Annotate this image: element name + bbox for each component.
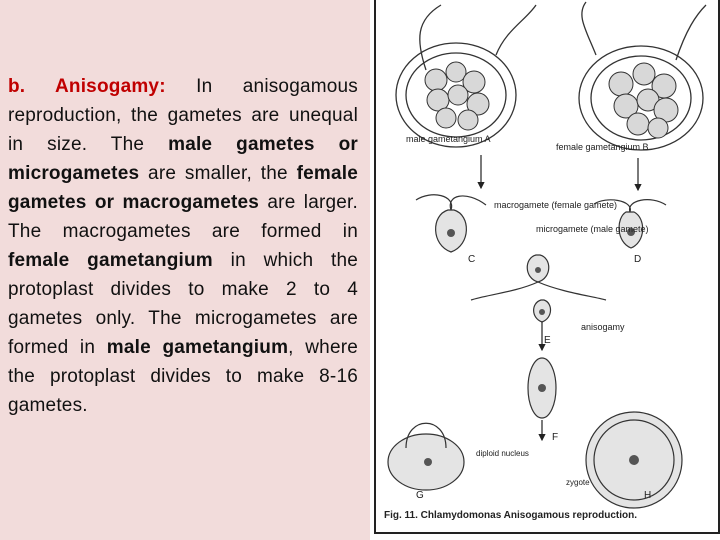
label-male-gametangium: male gametangium A — [406, 134, 491, 144]
text-segment: are larger. The macrogametes are formed … — [8, 192, 358, 242]
label-h: H — [644, 490, 651, 501]
label-f: F — [552, 432, 558, 443]
label-macrogamete: macrogamete (female gamete) — [494, 200, 617, 210]
label-c: C — [468, 254, 475, 265]
text-segment: are smaller, the — [139, 163, 297, 184]
label-zygote: zygote — [566, 478, 590, 487]
figure-panel: male gametangium A female gametangium B — [370, 0, 720, 540]
female-gametangium-shape — [578, 45, 704, 151]
bold-female-gametangium: female gametangium — [8, 250, 213, 271]
bold-male-gametes: male gametes or microgametes — [8, 134, 358, 184]
label-diploid-nucleus: diploid nucleus — [476, 449, 529, 458]
text-segment: , where the protoplast divides to make 8… — [8, 337, 358, 416]
figure-caption: Fig. 11. Chlamydomonas Anisogamous repro… — [384, 510, 637, 521]
heading: b. Anisogamy: — [8, 76, 166, 97]
text-segment: in which the protoplast divides to make … — [8, 250, 358, 358]
description-paragraph: b. Anisogamy: In anisogamous reproductio… — [8, 72, 358, 420]
bold-male-gametangium: male gametangium — [106, 337, 289, 358]
male-gametangium-shape — [395, 42, 517, 148]
label-d: D — [634, 254, 641, 265]
label-microgamete: microgamete (male gamete) — [536, 224, 649, 234]
text-panel: b. Anisogamy: In anisogamous reproductio… — [0, 0, 370, 540]
label-anisogamy: anisogamy — [581, 322, 625, 332]
label-e: E — [544, 335, 551, 346]
intro-text: In anisogamous reproduction, the gametes… — [8, 76, 358, 155]
bold-female-gametes: female gametes or macrogametes — [8, 163, 358, 213]
figure-frame: male gametangium A female gametangium B — [374, 0, 720, 534]
label-g: G — [416, 490, 424, 501]
label-female-gametangium: female gametangium B — [556, 142, 649, 152]
anisogamy-diagram: male gametangium A female gametangium B — [384, 1, 707, 521]
